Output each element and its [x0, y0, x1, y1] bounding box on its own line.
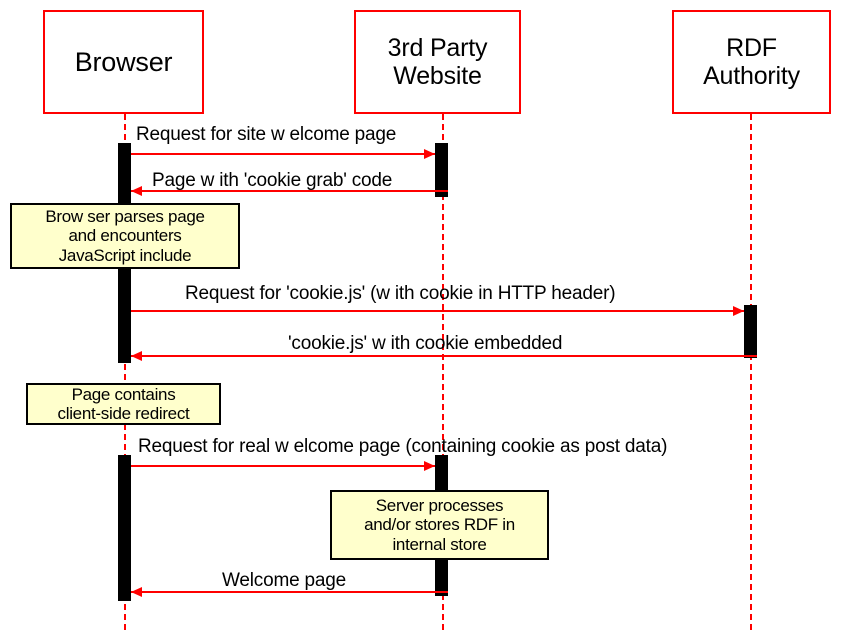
message-label-request-cookiejs: Request for 'cookie.js' (w ith cookie in… — [185, 283, 616, 304]
message-arrowhead-cookiejs-embedded — [131, 351, 142, 361]
participant-rdf[interactable]: RDF Authority — [672, 10, 831, 114]
message-label-welcome-page: Welcome page — [222, 570, 346, 591]
participant-rdf-label: RDF Authority — [703, 34, 800, 90]
activation-bar-rdf-1 — [744, 305, 757, 358]
activation-bar-browser-2 — [118, 455, 131, 601]
lifeline-browser — [124, 114, 126, 630]
note-browser-parses-page: Brow ser parses page and encounters Java… — [10, 203, 240, 269]
note-page-contains-redirect: Page contains client-side redirect — [26, 383, 221, 425]
participant-thirdparty[interactable]: 3rd Party Website — [354, 10, 521, 114]
note-server-processes-rdf: Server processes and/or stores RDF in in… — [330, 490, 549, 560]
participant-browser[interactable]: Browser — [43, 10, 204, 114]
lifeline-thirdparty — [442, 114, 444, 630]
participant-browser-label: Browser — [74, 46, 173, 77]
note-page-contains-redirect-text: Page contains client-side redirect — [57, 384, 190, 423]
message-arrowhead-welcome-page — [131, 587, 142, 597]
note-server-processes-rdf-text: Server processes and/or stores RDF in in… — [364, 496, 515, 554]
message-line-request-site-welcome — [131, 153, 435, 155]
message-label-page-cookie-grab: Page w ith 'cookie grab' code — [152, 170, 393, 191]
message-arrowhead-request-cookiejs — [733, 306, 744, 316]
message-label-request-real-welcome: Request for real w elcome page (containi… — [138, 436, 668, 457]
message-label-cookiejs-embedded: 'cookie.js' w ith cookie embedded — [288, 333, 563, 354]
message-line-request-real-welcome — [131, 465, 435, 467]
message-line-request-cookiejs — [131, 310, 744, 312]
participant-thirdparty-label: 3rd Party Website — [387, 34, 488, 90]
lifeline-rdf — [750, 114, 752, 630]
message-label-request-site-welcome: Request for site w elcome page — [136, 124, 397, 145]
message-arrowhead-page-cookie-grab — [131, 186, 142, 196]
message-line-cookiejs-embedded — [131, 355, 757, 357]
message-arrowhead-request-real-welcome — [424, 461, 435, 471]
message-line-page-cookie-grab — [131, 190, 448, 192]
message-arrowhead-request-site-welcome — [424, 149, 435, 159]
activation-bar-thirdparty-1 — [435, 143, 448, 197]
message-line-welcome-page — [131, 591, 448, 593]
note-browser-parses-page-text: Brow ser parses page and encounters Java… — [45, 207, 205, 265]
